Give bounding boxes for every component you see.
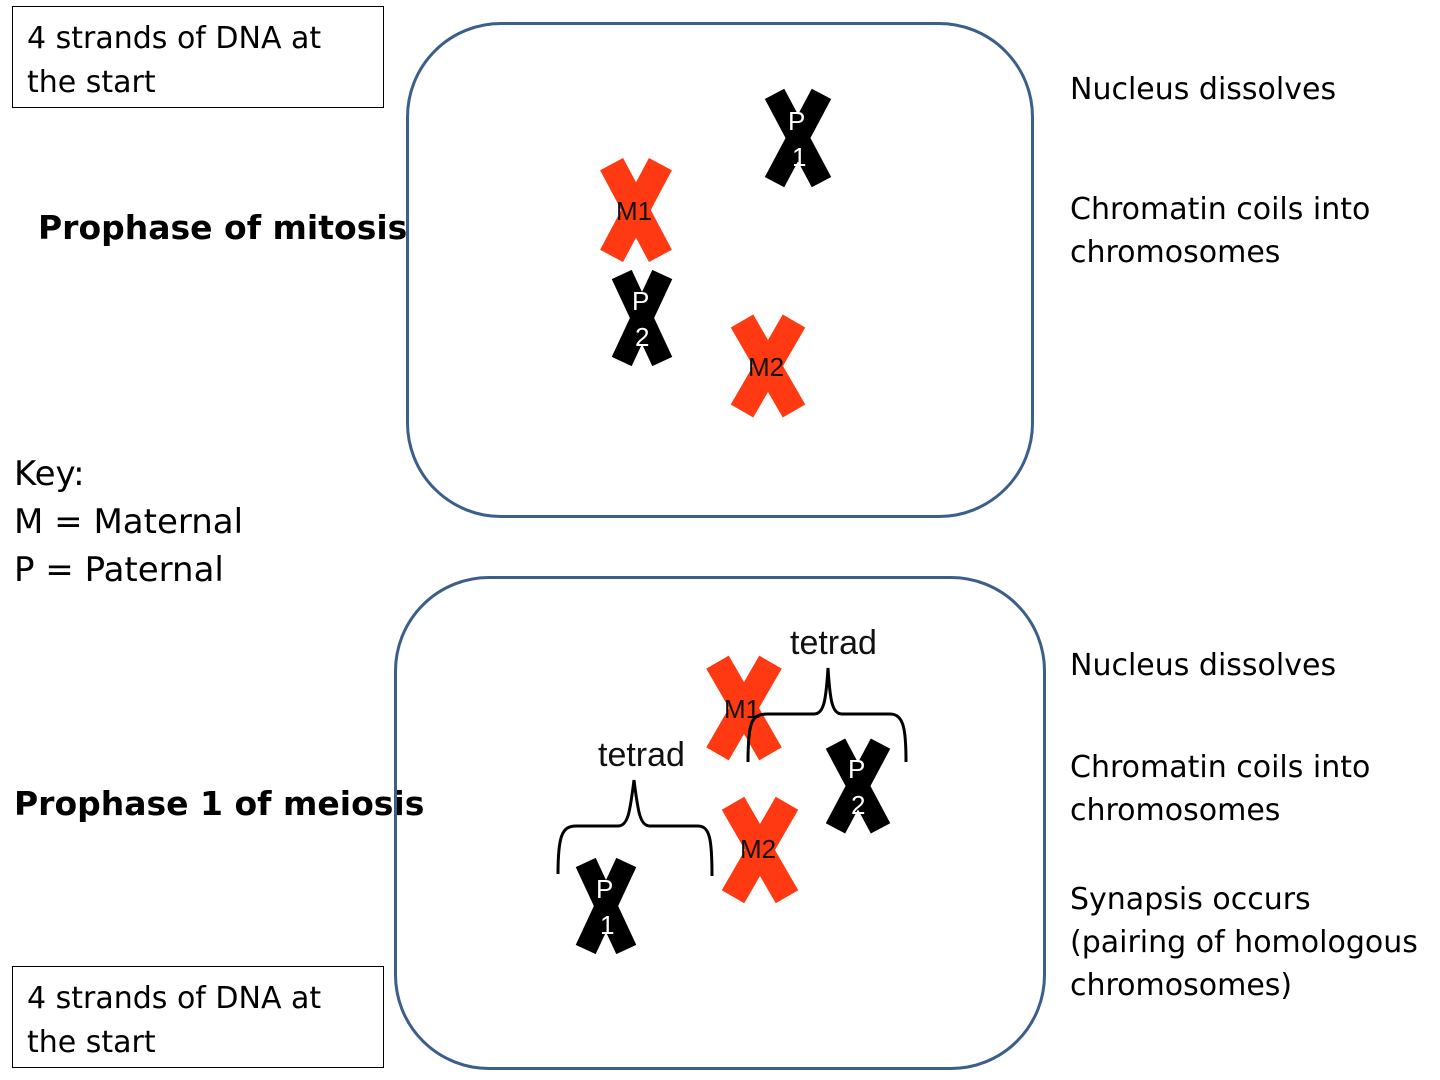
dna-strands-box-bottom: 4 strands of DNA at the start	[12, 966, 384, 1068]
label-p2-bottom-b: 2	[851, 790, 865, 820]
label-p1-top-a: P	[788, 106, 805, 136]
tetrad-brace-right	[746, 667, 908, 763]
label-p1-bottom-b: 1	[600, 910, 614, 940]
meiosis-note-synapsis-1: Synapsis occurs	[1070, 882, 1311, 917]
meiosis-note-nucleus: Nucleus dissolves	[1070, 648, 1337, 683]
label-m2-top: M2	[748, 352, 784, 382]
chromosome-m2-top: M2	[730, 314, 806, 418]
tetrad-brace-left	[556, 779, 714, 877]
mitosis-note-nucleus: Nucleus dissolves	[1070, 72, 1337, 107]
label-p1-top-b: 1	[792, 142, 806, 172]
mitosis-note-chromatin-2: chromosomes	[1070, 235, 1281, 270]
label-m2-bottom: M2	[740, 834, 776, 864]
mitosis-cell	[406, 22, 1034, 518]
mitosis-heading: Prophase of mitosis	[38, 208, 408, 247]
key-paternal: P = Paternal	[14, 550, 224, 590]
key-maternal: M = Maternal	[14, 502, 244, 542]
tetrad-label-right: tetrad	[790, 624, 877, 662]
tetrad-label-left: tetrad	[598, 736, 685, 774]
meiosis-heading: Prophase 1 of meiosis	[14, 784, 425, 823]
label-p2-top-b: 2	[635, 322, 649, 352]
chromosome-p1-bottom: P 1	[575, 857, 637, 955]
label-p1-bottom-a: P	[596, 874, 613, 904]
dna-strands-box-top: 4 strands of DNA at the start	[12, 6, 384, 108]
chromosome-p2-top: P 2	[611, 269, 673, 367]
key-legend: Key: M = Maternal P = Paternal	[14, 450, 243, 594]
meiosis-cell	[394, 576, 1046, 1070]
meiosis-note-synapsis-3: chromosomes)	[1070, 968, 1293, 1003]
meiosis-note-chromatin-1: Chromatin coils into	[1070, 750, 1371, 785]
chromosome-m1-top: M1	[600, 157, 672, 263]
mitosis-note-chromatin-1: Chromatin coils into	[1070, 192, 1371, 227]
chromosome-m2-bottom: M2	[721, 796, 799, 904]
meiosis-note-chromatin-2: chromosomes	[1070, 793, 1281, 828]
chromosome-m1-bottom: M1	[706, 655, 782, 761]
meiosis-note-synapsis-2: (pairing of homologous	[1070, 925, 1418, 960]
label-m1-top: M1	[616, 196, 652, 226]
key-title: Key:	[14, 454, 85, 494]
label-p2-bottom-a: P	[848, 754, 865, 784]
chromosome-p2-bottom: P 2	[825, 738, 891, 834]
dna-strands-text-top: 4 strands of DNA at the start	[27, 21, 322, 100]
dna-strands-text-bottom: 4 strands of DNA at the start	[27, 981, 322, 1060]
label-p2-top-a: P	[632, 286, 649, 316]
chromosome-p1-top: P 1	[764, 88, 832, 188]
